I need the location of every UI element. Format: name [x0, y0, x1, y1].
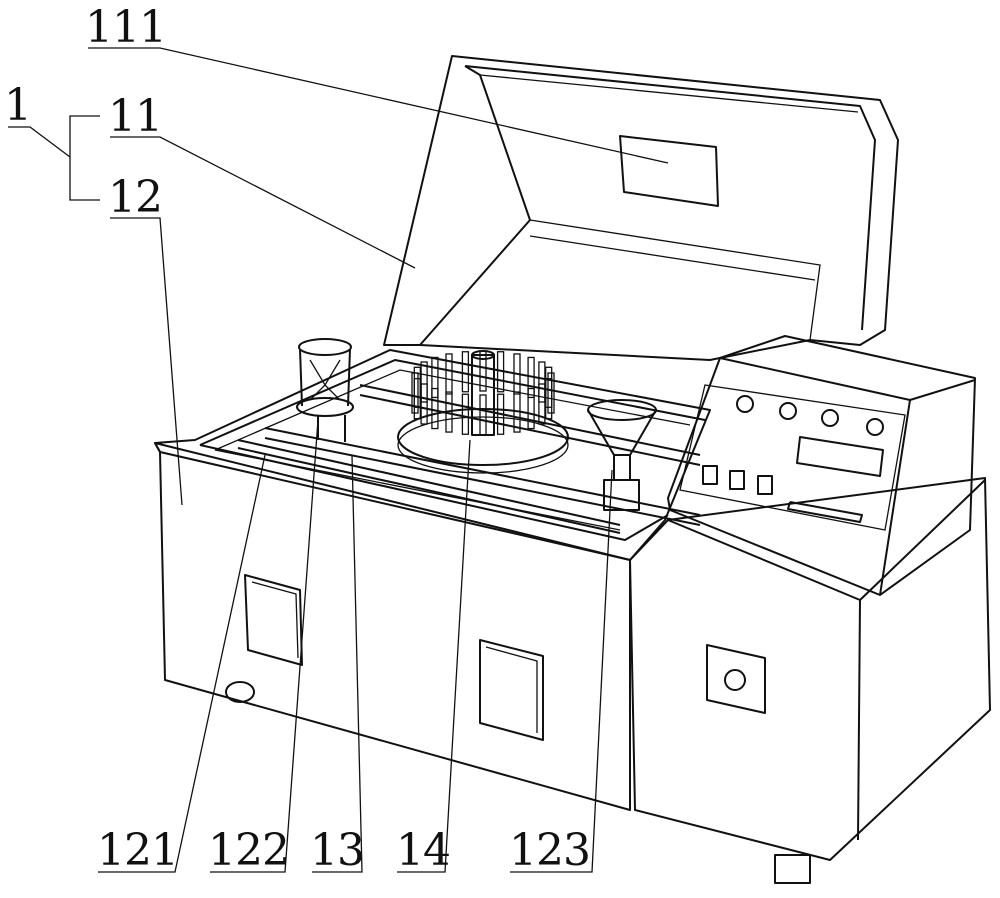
sample-tube: [538, 383, 546, 425]
sample-tube: [413, 366, 421, 408]
label-14: 14: [396, 825, 451, 876]
sample-tube: [411, 372, 419, 414]
sample-tube: [420, 361, 428, 403]
label-11: 11: [108, 91, 163, 142]
sample-tube: [461, 393, 470, 435]
sample-tube: [479, 394, 487, 436]
label-122: 122: [208, 825, 290, 876]
sample-tube: [445, 353, 453, 395]
window-111: [619, 135, 719, 207]
label-121: 121: [97, 825, 179, 876]
lid: [383, 55, 899, 361]
rotating-rack: [397, 350, 569, 474]
display: [796, 436, 884, 477]
label-111: 111: [85, 2, 167, 53]
sample-tube: [431, 387, 439, 430]
label-13: 13: [310, 825, 365, 876]
label-1: 1: [4, 80, 32, 131]
sample-tube: [496, 393, 505, 435]
sample-tube: [445, 391, 453, 433]
label-12: 12: [108, 172, 163, 223]
sample-tube: [420, 383, 428, 425]
sample-tube: [461, 351, 470, 393]
sample-tube: [545, 366, 553, 408]
sample-tube: [513, 391, 521, 433]
sample-tube: [496, 351, 505, 393]
sample-tube: [431, 356, 439, 399]
sample-tube: [547, 372, 555, 414]
cabinet: [154, 349, 711, 811]
control-cabinet: [629, 335, 991, 884]
sample-tube: [527, 387, 535, 430]
sample-tube: [538, 361, 546, 403]
caster: [225, 681, 255, 703]
funnel: [587, 399, 657, 511]
sample-tube: [479, 350, 487, 392]
power-switch: [706, 644, 766, 714]
sample-tube: [513, 353, 521, 395]
beaker: [296, 338, 354, 442]
sample-tube: [527, 356, 535, 399]
cabinet-window-left: [244, 574, 303, 666]
cabinet-window-center: [479, 639, 544, 741]
label-123: 123: [509, 825, 591, 876]
leader-lines: [8, 47, 669, 873]
